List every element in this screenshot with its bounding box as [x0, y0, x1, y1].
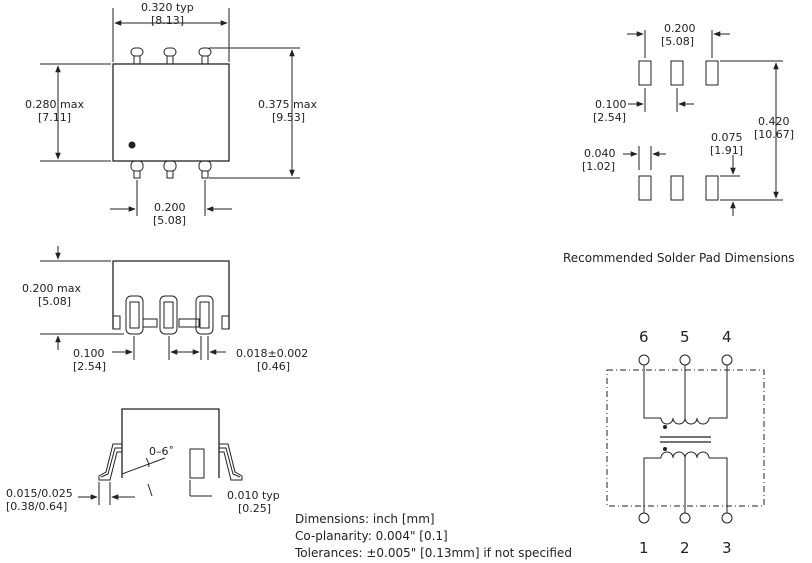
side-view-body: [112, 260, 230, 329]
top-pitch-mm: [5.08]: [153, 214, 186, 227]
pad-bottom-2: [670, 175, 684, 201]
side-height-inch: 0.200 max: [22, 282, 81, 295]
side-pitch-inch: 0.100: [73, 347, 105, 360]
top-height-inch: 0.280 max: [25, 98, 84, 111]
bottom-leads: [130, 160, 212, 179]
terminal-4: [721, 354, 733, 366]
terminal-5: [679, 354, 691, 366]
terminal-1: [638, 512, 650, 524]
coil-top: [660, 417, 710, 425]
pad-bottom-3: [705, 175, 719, 201]
end-foot-mm: [0.38/0.64]: [6, 500, 67, 513]
side-lead-1: [125, 295, 144, 335]
pin-label-4: 4: [722, 328, 732, 346]
note-coplanarity: Co-planarity: 0.004" [0.1]: [295, 529, 448, 543]
pin1-marker-dot: [128, 141, 136, 149]
side-lead-2: [159, 295, 178, 335]
top-leads: [130, 47, 212, 65]
pad-bottom-1: [638, 175, 652, 201]
side-view: [40, 246, 230, 360]
end-thickness-inch: 0.010 typ: [227, 489, 280, 502]
pad-width-mm: [1.02]: [582, 160, 615, 173]
top-pitch-inch: 0.200: [154, 201, 186, 214]
pad-span-mm: [5.08]: [661, 35, 694, 48]
solder-pad-layout: [623, 30, 783, 216]
pin-label-5: 5: [680, 328, 690, 346]
end-foot-inch: 0.015/0.025: [6, 487, 73, 500]
terminal-2: [679, 512, 691, 524]
pad-width-inch: 0.040: [584, 147, 616, 160]
top-width-mm: [8.13]: [151, 14, 184, 27]
top-span-inch: 0.375 max: [258, 98, 317, 111]
pad-length-inch: 0.075: [711, 131, 743, 144]
side-pitch-mm: [2.54]: [73, 360, 106, 373]
pad-top-3: [705, 60, 719, 86]
pin-label-1: 1: [639, 539, 649, 557]
side-leadwidth-mm: [0.46]: [257, 360, 290, 373]
solder-pad-title: Recommended Solder Pad Dimensions: [563, 251, 794, 265]
side-height-mm: [5.08]: [38, 295, 71, 308]
top-span-mm: [9.53]: [272, 111, 305, 124]
pin-label-3: 3: [722, 539, 732, 557]
coil-bottom: [660, 451, 710, 459]
pad-pitch-inch: 0.100: [595, 98, 627, 111]
pad-top-1: [638, 60, 652, 86]
end-lead-right: [219, 443, 243, 481]
end-thickness-mm: [0.25]: [238, 502, 271, 515]
pad-height-inch: 0.420: [758, 115, 790, 128]
note-dimensions: Dimensions: inch [mm]: [295, 512, 435, 526]
terminal-6: [638, 354, 650, 366]
pad-height-mm: [10.67]: [754, 128, 794, 141]
end-view: [78, 408, 243, 505]
pad-top-2: [670, 60, 684, 86]
note-tolerances: Tolerances: ±0.005" [0.13mm] if not spec…: [294, 546, 572, 560]
transformer-schematic: [606, 354, 765, 524]
side-leadwidth-inch: 0.018±0.002: [236, 347, 308, 360]
end-lead-left: [98, 443, 122, 481]
terminal-3: [721, 512, 733, 524]
pad-span-inch: 0.200: [664, 22, 696, 35]
end-angle-label: 0–6˚: [149, 445, 174, 458]
top-width-inch: 0.320 typ: [141, 1, 194, 14]
top-view: [40, 8, 300, 216]
pad-length-mm: [1.91]: [710, 144, 743, 157]
side-lead-3: [195, 295, 214, 335]
pad-pitch-mm: [2.54]: [593, 111, 626, 124]
pin-label-2: 2: [680, 539, 690, 557]
pin-label-6: 6: [639, 328, 649, 346]
top-height-mm: [7.11]: [38, 111, 71, 124]
